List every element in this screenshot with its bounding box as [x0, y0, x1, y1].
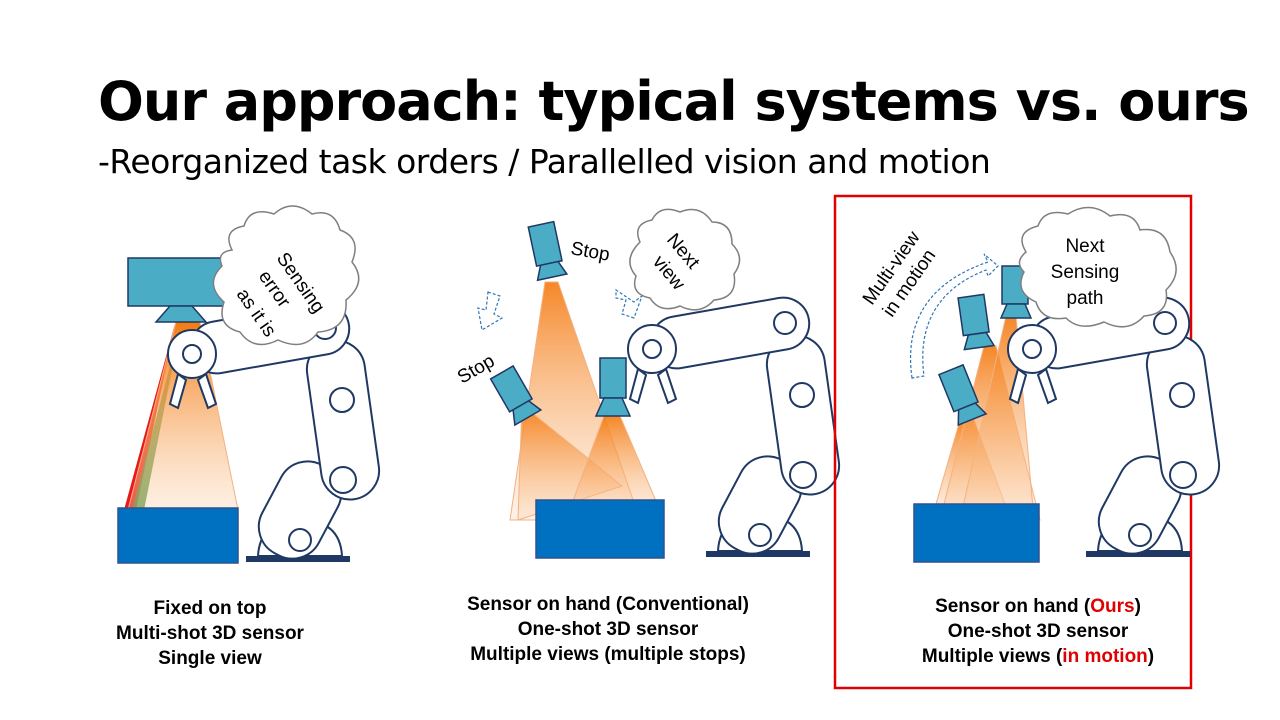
dashed-arrow-down-icon: [477, 291, 504, 331]
sensor-motion-2: [957, 293, 996, 351]
caption-panel3: Sensor on hand (Ours) One-shot 3D sensor…: [880, 594, 1196, 669]
cloud-text-2: Sensing: [1051, 262, 1120, 283]
caption-line: Multi-shot 3D sensor: [116, 623, 304, 644]
hand-sensor-lens: [594, 397, 632, 417]
sensor-left-stop: [489, 364, 543, 427]
caption-highlight-in-motion: in motion: [1062, 646, 1148, 667]
workpiece-box: [117, 507, 239, 564]
page-title: Our approach: typical systems vs. ours: [98, 70, 1250, 133]
hand-sensor: [599, 357, 627, 399]
cloud-text-1: Next: [1065, 236, 1105, 257]
caption-panel2: Sensor on hand (Conventional) One-shot 3…: [428, 592, 788, 667]
caption-text: ): [1134, 596, 1141, 617]
caption-line: One-shot 3D sensor: [517, 619, 699, 640]
caption-text: Sensor on hand (: [935, 596, 1091, 617]
thought-cloud: [1018, 206, 1177, 328]
workpiece-box: [535, 499, 665, 559]
panel-ours: Next Sensing path Multi-view in motion: [859, 206, 1224, 566]
sensor-beam-red: [124, 320, 176, 510]
caption-line: Multiple views (multiple stops): [470, 644, 746, 665]
fixed-sensor-lens: [154, 305, 208, 323]
page-subtitle: -Reorganized task orders / Parallelled v…: [98, 142, 991, 181]
stop-label-top: Stop: [569, 238, 611, 265]
caption-line: Sensor on hand (Conventional): [467, 594, 749, 615]
caption-line: Multiple views (in motion): [880, 644, 1196, 669]
caption-text: ): [1147, 646, 1155, 667]
cloud-text-3: path: [1067, 288, 1104, 309]
sensor-motion-1: [937, 363, 988, 427]
panel-fixed-on-top: Sensing error as it is: [117, 205, 384, 571]
caption-panel1: Fixed on top Multi-shot 3D sensor Single…: [90, 596, 330, 671]
motion-path-arrow-icon: [910, 253, 999, 379]
caption-line: Sensor on hand (Ours): [880, 594, 1196, 619]
caption-line: Fixed on top: [153, 598, 267, 619]
stop-label-left: Stop: [454, 351, 498, 389]
caption-highlight-ours: Ours: [1090, 596, 1135, 617]
title-rest: : typical systems vs. ours: [500, 70, 1249, 133]
caption-line: Single view: [158, 648, 262, 669]
caption-text: Multiple views (: [921, 646, 1063, 667]
title-bold: Our approach: [98, 70, 501, 133]
caption-line: One-shot 3D sensor: [947, 621, 1129, 642]
dashed-arrow-up-icon: [615, 288, 644, 319]
thought-cloud: [629, 208, 741, 311]
panel-conventional: Next view Stop Stop: [454, 208, 844, 566]
workpiece-box: [913, 503, 1040, 563]
sensor-top-stop: [527, 220, 569, 282]
thought-cloud: [212, 205, 360, 346]
